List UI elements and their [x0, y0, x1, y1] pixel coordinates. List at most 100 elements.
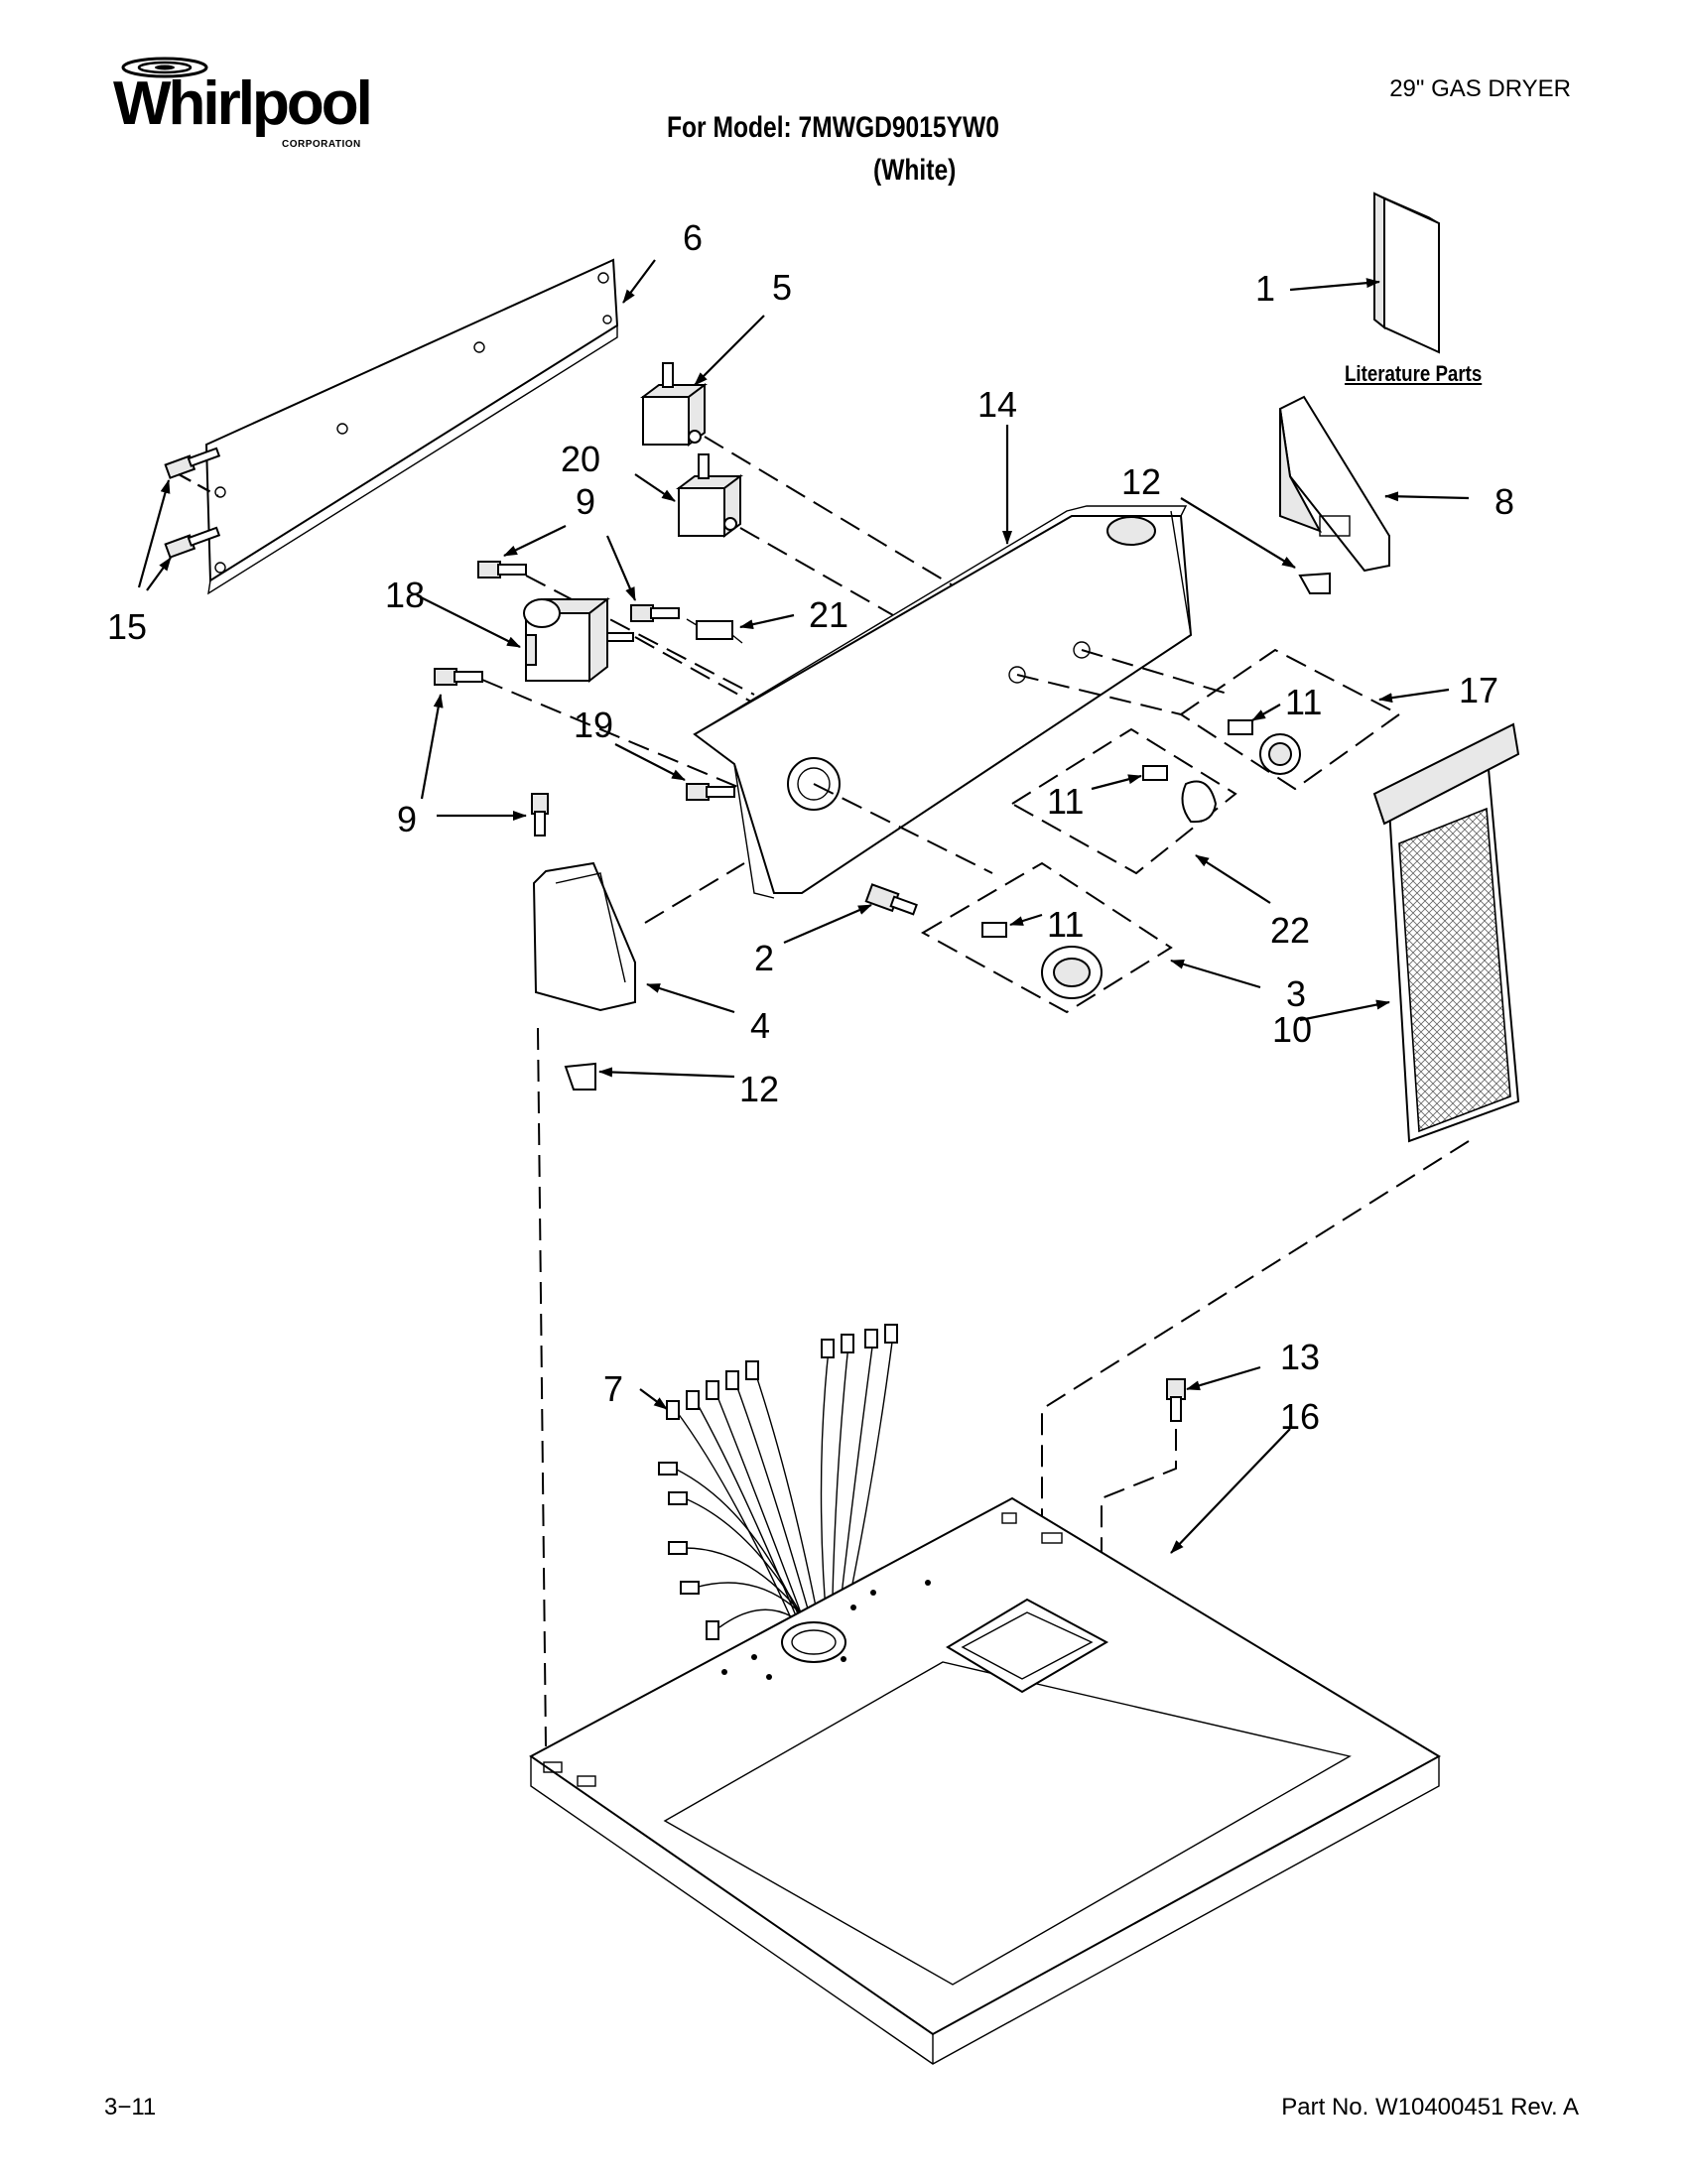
- leader-8: [1384, 491, 1470, 502]
- callout-12-bottom: 12: [739, 1069, 779, 1109]
- leader-22: [1195, 854, 1271, 904]
- callout-16: 16: [1280, 1396, 1320, 1437]
- switch-5: [640, 362, 708, 447]
- screw-15b: [164, 526, 221, 559]
- callout-7: 7: [603, 1368, 623, 1409]
- screw-9c: [434, 668, 483, 686]
- knob-kit-17: [1179, 648, 1401, 791]
- end-cap-4: [532, 861, 745, 1012]
- leader-15a-dash: [178, 473, 219, 497]
- callout-15: 15: [107, 606, 147, 647]
- lint-screen-10: [1372, 722, 1520, 1143]
- knob-kit-22: [1010, 727, 1237, 875]
- leader-6: [622, 259, 656, 304]
- screw-2: [864, 883, 918, 916]
- callout-12-top: 12: [1121, 461, 1161, 502]
- leader-1: [1289, 278, 1380, 292]
- callout-11-c: 11: [1047, 904, 1084, 945]
- color-line: (White): [873, 154, 957, 187]
- dash-9c: [481, 679, 755, 795]
- literature-book: [1373, 192, 1440, 354]
- screw-9a: [477, 561, 527, 578]
- callout-2: 2: [754, 938, 774, 978]
- leader-11c: [1009, 913, 1043, 927]
- brand-name: Whirlpool: [113, 69, 373, 138]
- switch-20: [676, 453, 743, 538]
- callout-13: 13: [1280, 1337, 1320, 1377]
- leader-11b: [1091, 774, 1142, 791]
- callout-5: 5: [772, 267, 792, 308]
- leader-9c: [420, 694, 444, 800]
- callout-19: 19: [574, 705, 613, 745]
- callout-9-top: 9: [576, 481, 595, 522]
- callout-numbers: 1 2 3 4 5 6 7 8 9 9 10 11 11 11 12 12 13…: [107, 217, 1514, 1437]
- callout-8: 8: [1494, 481, 1514, 522]
- screw-19: [686, 783, 735, 801]
- callout-9-left: 9: [397, 799, 417, 839]
- top-panel-16: [529, 1496, 1442, 2065]
- dash-screen-top: [1041, 1140, 1470, 1607]
- page-number: 3−11: [104, 2094, 157, 2120]
- leader-10: [1299, 999, 1390, 1022]
- screw-13: [1166, 1378, 1186, 1422]
- logo-swirl-icon: [121, 57, 208, 78]
- callout-20: 20: [561, 439, 600, 479]
- callout-6: 6: [683, 217, 703, 258]
- dash-13: [1101, 1429, 1177, 1598]
- terminal-21: [686, 618, 743, 644]
- dash-knob-a: [1016, 674, 1182, 715]
- document-type: 29" GAS DRYER: [1389, 75, 1571, 102]
- wire-harness-7: [658, 1324, 898, 1648]
- console-panel-14: [693, 505, 1193, 899]
- dash-9a: [525, 575, 755, 696]
- knob-kit-3: [920, 861, 1173, 1014]
- leader-9a: [503, 525, 567, 557]
- leader-5: [694, 315, 765, 386]
- leader-4: [646, 982, 735, 1014]
- dash-knob-b: [1081, 649, 1232, 696]
- leader-7: [639, 1388, 668, 1410]
- leader-16: [1170, 1428, 1291, 1554]
- part-number: Part No. W10400451 Rev. A: [1281, 2094, 1579, 2120]
- leader-18: [416, 594, 521, 648]
- leader-17: [1378, 688, 1450, 704]
- callout-1: 1: [1255, 268, 1275, 309]
- leader-9b: [605, 535, 637, 601]
- callout-11-a: 11: [1285, 682, 1322, 722]
- leader-12a: [1180, 497, 1296, 569]
- callout-3: 3: [1286, 973, 1306, 1014]
- leader-13: [1186, 1365, 1261, 1391]
- dash-knob-c: [813, 783, 993, 874]
- callout-14: 14: [977, 384, 1017, 425]
- dash-endcap-top: [537, 1027, 547, 1747]
- screw-15a: [164, 447, 221, 479]
- clip-12-upper: [1298, 572, 1331, 594]
- leader-12b: [598, 1067, 735, 1079]
- callout-10: 10: [1272, 1009, 1312, 1050]
- dash-4: [644, 862, 745, 924]
- clip-12-lower: [564, 1062, 596, 1091]
- leader-20: [634, 473, 676, 502]
- leader-15a: [137, 479, 171, 588]
- whirlpool-logo: Whirlpool CORPORATION: [107, 57, 385, 169]
- callout-17: 17: [1459, 670, 1498, 710]
- literature-parts-label: Literature Parts: [1345, 361, 1483, 386]
- screw-9d: [531, 793, 549, 836]
- model-line: For Model: 7MWGD9015YW0: [667, 111, 999, 144]
- callout-21: 21: [809, 594, 848, 635]
- screw-9b: [630, 604, 680, 622]
- leader-15b: [146, 557, 172, 591]
- callout-18: 18: [385, 575, 425, 615]
- callout-22: 22: [1270, 910, 1310, 951]
- callout-11-b: 11: [1047, 781, 1084, 822]
- leader-19: [614, 743, 686, 781]
- leader-11a: [1251, 704, 1281, 721]
- leader-3: [1170, 959, 1261, 989]
- brand-subtitle: CORPORATION: [282, 139, 361, 150]
- rear-panel-bracket: [204, 258, 619, 595]
- dash-5: [704, 436, 954, 586]
- leader-2: [783, 903, 872, 945]
- end-cap-8: [1278, 395, 1390, 573]
- dash-20: [739, 527, 894, 616]
